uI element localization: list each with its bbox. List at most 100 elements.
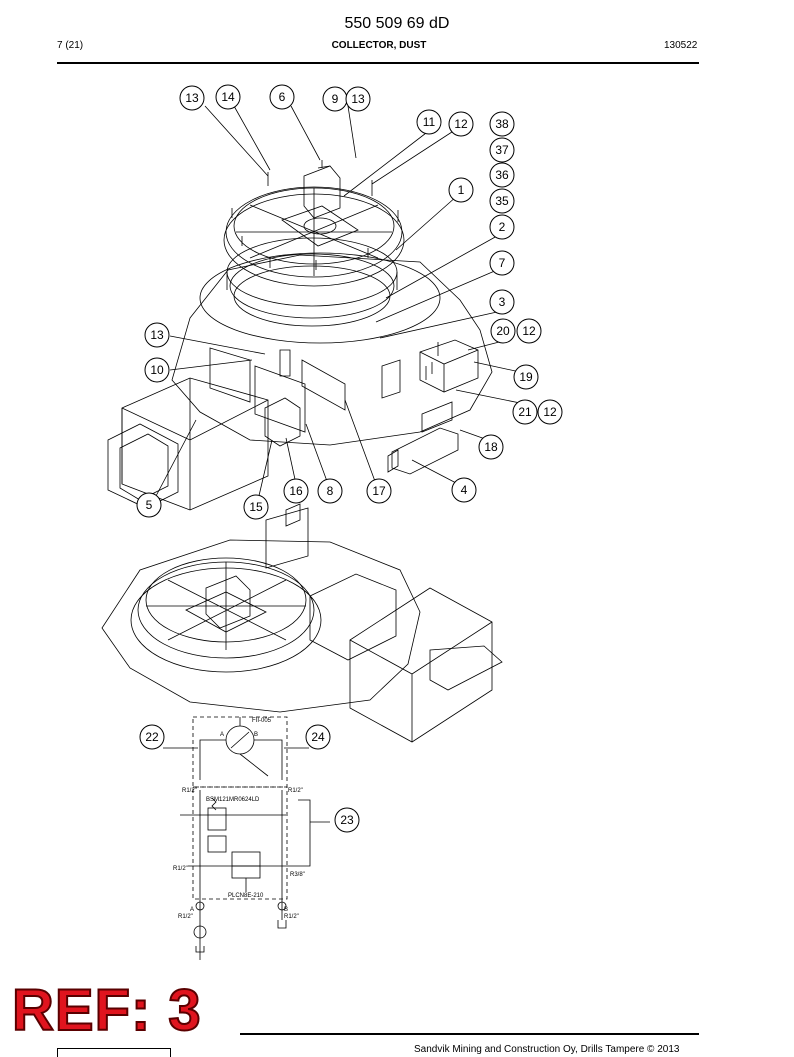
callout-35: 35: [489, 188, 515, 214]
callout-4: 4: [451, 477, 477, 503]
callout-13b: 13: [345, 86, 371, 112]
callout-12c: 12: [537, 399, 563, 425]
ref-stamp: REF: 3: [11, 978, 202, 1043]
top-flange: [225, 186, 403, 278]
svg-text:11: 11: [423, 115, 436, 129]
svg-text:15: 15: [249, 500, 263, 514]
base-opening: [199, 252, 441, 344]
callout-24: 24: [305, 724, 331, 750]
svg-text:17: 17: [372, 484, 386, 498]
svg-text:37: 37: [495, 143, 509, 157]
svg-text:12: 12: [543, 405, 557, 419]
callout-1: 1: [448, 177, 474, 203]
callout-23: 23: [334, 807, 360, 833]
schematic-label-r12-mid: R1/2": [173, 866, 188, 872]
callout-20: 20: [490, 318, 516, 344]
svg-text:22: 22: [145, 730, 159, 744]
schematic-label-valve: BSM121MR0624LD: [206, 797, 260, 803]
callout-16: 16: [283, 478, 309, 504]
svg-text:8: 8: [327, 484, 334, 498]
svg-text:13: 13: [351, 92, 365, 106]
svg-text:20: 20: [496, 324, 510, 338]
svg-text:2: 2: [499, 220, 506, 234]
callout-2: 2: [489, 214, 515, 240]
svg-text:13: 13: [185, 91, 199, 105]
schematic-label-b: B: [254, 732, 258, 738]
callout-9: 9: [322, 86, 348, 112]
schematic-label-r12-br: R1/2": [284, 914, 299, 920]
svg-text:35: 35: [495, 194, 509, 208]
page-title: COLLECTOR, DUST: [331, 40, 427, 51]
schematic-label-a2: A: [190, 907, 194, 913]
header-rule: [57, 62, 699, 64]
document-date: 130522: [664, 40, 698, 51]
callout-5: 5: [136, 492, 162, 518]
svg-text:19: 19: [519, 370, 533, 384]
callout-36: 36: [489, 162, 515, 188]
cylinder: [391, 427, 459, 475]
svg-text:18: 18: [484, 440, 498, 454]
callout-17: 17: [366, 478, 392, 504]
schematic-box-top: [192, 716, 288, 788]
callout-21: 21: [512, 399, 538, 425]
filter-ring-lower: [233, 265, 391, 327]
svg-text:16: 16: [289, 484, 303, 498]
callout-22: 22: [139, 724, 165, 750]
schematic-label-a: A: [220, 732, 224, 738]
solenoid-valve: [207, 807, 227, 831]
svg-text:36: 36: [495, 168, 509, 182]
svg-text:5: 5: [146, 498, 153, 512]
callout-7: 7: [489, 250, 515, 276]
callout-13c: 13: [144, 322, 170, 348]
callout-13: 13: [179, 85, 205, 111]
footer-copyright: Sandvik Mining and Construction Oy, Dril…: [414, 1044, 680, 1055]
svg-text:24: 24: [311, 730, 325, 744]
schematic-label-r38: R3/8": [290, 872, 305, 878]
base-plate: [171, 254, 493, 446]
svg-text:21: 21: [518, 405, 532, 419]
schematic-label-r12-right: R1/2": [288, 788, 303, 794]
motor-plate: [281, 205, 359, 247]
schematic-label-r12-left: R1/2": [182, 788, 197, 794]
callout-37: 37: [489, 137, 515, 163]
svg-text:6: 6: [279, 90, 286, 104]
schematic-label-b2: B: [284, 907, 288, 913]
relief-valve: [231, 851, 261, 879]
callout-6: 6: [269, 84, 295, 110]
document-number: 550 509 69 dD: [344, 15, 450, 32]
assembled-base: [101, 539, 421, 713]
schematic-box-bottom: [192, 786, 288, 900]
callout-15: 15: [243, 494, 269, 520]
svg-text:14: 14: [221, 90, 235, 104]
schematic-label-r12-bl: R1/2": [178, 914, 193, 920]
valve-block: [419, 339, 479, 393]
page-number: 7 (21): [57, 40, 84, 51]
svg-text:10: 10: [150, 363, 164, 377]
callout-3: 3: [489, 289, 515, 315]
inlet-duct: [121, 377, 269, 511]
callout-11: 11: [416, 109, 442, 135]
callout-8: 8: [317, 478, 343, 504]
assembled-duct: [349, 587, 493, 743]
schematic-label-plc: PLCN8E-210: [228, 893, 264, 899]
callout-18: 18: [478, 434, 504, 460]
svg-text:12: 12: [454, 117, 468, 131]
svg-text:1: 1: [458, 183, 465, 197]
callout-14: 14: [215, 84, 241, 110]
callout-12: 12: [448, 111, 474, 137]
svg-text:38: 38: [495, 117, 509, 131]
svg-text:12: 12: [522, 324, 536, 338]
svg-text:9: 9: [332, 92, 339, 106]
callout-10: 10: [144, 357, 170, 383]
schematic-label-fii: FII-005: [252, 718, 272, 724]
callout-38: 38: [489, 111, 515, 137]
svg-text:13: 13: [150, 328, 164, 342]
callout-19: 19: [513, 364, 539, 390]
footer-rule: [240, 1033, 699, 1035]
svg-text:7: 7: [499, 256, 506, 270]
svg-text:3: 3: [499, 295, 506, 309]
svg-text:4: 4: [461, 483, 468, 497]
svg-text:23: 23: [340, 813, 354, 827]
callout-12b: 12: [516, 318, 542, 344]
